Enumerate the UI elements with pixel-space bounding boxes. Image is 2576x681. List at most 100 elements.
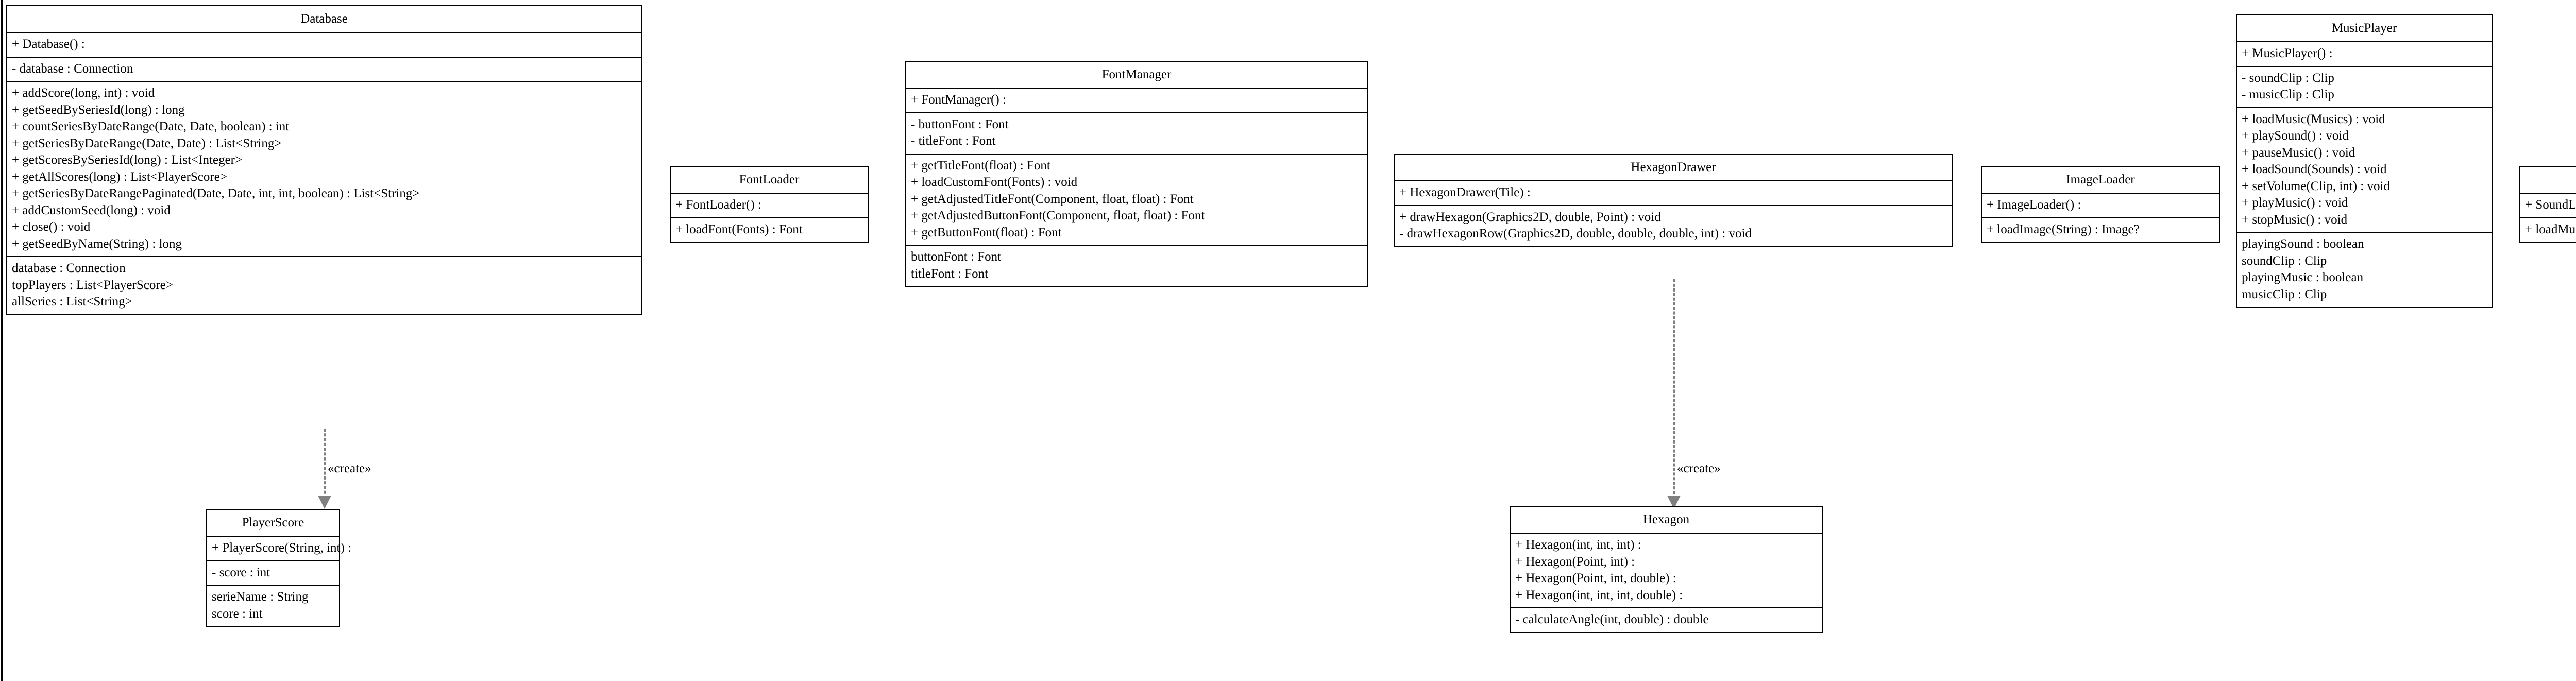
class-box-fontmanager[interactable]: FontManager + FontManager() : - buttonFo…	[905, 61, 1368, 287]
class-constructors-database: + Database() :	[7, 33, 641, 58]
class-box-musicplayer[interactable]: MusicPlayer + MusicPlayer() : - soundCli…	[2236, 14, 2493, 308]
class-title-musicplayer: MusicPlayer	[2237, 15, 2492, 43]
member-row: + getButtonFont(float) : Font	[911, 225, 1062, 240]
member-row: + Hexagon(int, int, int) :	[1515, 538, 1641, 552]
dependency-label: «create»	[328, 462, 371, 475]
member-row: serieName : String	[212, 590, 309, 604]
member-row: + drawHexagon(Graphics2D, double, Point)…	[1399, 210, 1661, 224]
member-row: - soundClip : Clip	[2242, 71, 2334, 85]
class-methods-hexagondrawer: + drawHexagon(Graphics2D, double, Point)…	[1395, 206, 1952, 246]
member-row: topPlayers : List<PlayerScore>	[12, 278, 173, 292]
class-constructors-musicplayer: + MusicPlayer() :	[2237, 42, 2492, 67]
member-row: buttonFont : Font	[911, 250, 1002, 264]
member-row: + playSound() : void	[2242, 129, 2349, 143]
member-row: + pauseMusic() : void	[2242, 145, 2355, 160]
class-constructors-fontmanager: + FontManager() :	[906, 89, 1367, 113]
member-row: titleFont : Font	[911, 266, 989, 281]
member-row: + getScoresBySeriesId(long) : List<Integ…	[12, 153, 243, 167]
class-title-imageloader: ImageLoader	[1982, 167, 2219, 194]
class-box-hexagondrawer[interactable]: HexagonDrawer + HexagonDrawer(Tile) : + …	[1394, 154, 1953, 247]
member-row: + ImageLoader() :	[1987, 198, 2081, 212]
class-constructors-fontloader: + FontLoader() :	[671, 194, 868, 218]
member-row: - titleFont : Font	[911, 134, 996, 148]
class-title-hexagon: Hexagon	[1511, 507, 1822, 534]
member-row: + close() : void	[12, 220, 91, 234]
class-fields-fontmanager: - buttonFont : Font - titleFont : Font	[906, 113, 1367, 155]
member-row: + FontManager() :	[911, 93, 1006, 107]
class-title-fontloader: FontLoader	[671, 167, 868, 194]
dependency-label: «create»	[1677, 462, 1721, 475]
class-properties-playerscore: serieName : String score : int	[207, 586, 339, 626]
member-row: + Hexagon(Point, int) :	[1515, 554, 1635, 569]
class-title-database: Database	[7, 6, 641, 33]
member-row: playingSound : boolean	[2242, 237, 2364, 251]
class-methods-database: + addScore(long, int) : void + getSeedBy…	[7, 82, 641, 258]
class-fields-musicplayer: - soundClip : Clip - musicClip : Clip	[2237, 67, 2492, 108]
member-row: + loadCustomFont(Fonts) : void	[911, 175, 1078, 190]
member-row: musicClip : Clip	[2242, 287, 2327, 301]
dependency-arrowhead	[318, 496, 331, 509]
member-row: + getSeedBySeriesId(long) : long	[12, 103, 185, 117]
member-row: + MusicPlayer() :	[2242, 46, 2333, 61]
member-row: + loadImage(String) : Image?	[1987, 222, 2140, 236]
member-row: + Database() :	[12, 37, 85, 52]
dependency-line	[1673, 279, 1675, 499]
member-row: + loadMusic(String) : Clip?	[2525, 222, 2576, 236]
member-row: soundClip : Clip	[2242, 253, 2327, 268]
class-constructors-playerscore: + PlayerScore(String, int) :	[207, 537, 351, 561]
member-row: - drawHexagonRow(Graphics2D, double, dou…	[1399, 227, 1752, 241]
member-row: playingMusic : boolean	[2242, 270, 2364, 285]
member-row: + HexagonDrawer(Tile) :	[1399, 185, 1531, 200]
member-row: database : Connection	[12, 261, 126, 276]
class-box-soundloader[interactable]: SoundLoader + SoundLoader() : + loadMusi…	[2519, 166, 2576, 243]
member-row: + getAdjustedButtonFont(Component, float…	[911, 209, 1205, 223]
member-row: + getSeedByName(String) : long	[12, 236, 182, 251]
member-row: + Hexagon(int, int, int, double) :	[1515, 588, 1683, 602]
class-box-database[interactable]: Database + Database() : - database : Con…	[6, 5, 642, 315]
member-row: - database : Connection	[12, 61, 133, 76]
class-title-soundloader: SoundLoader	[2520, 167, 2576, 194]
class-box-fontloader[interactable]: FontLoader + FontLoader() : + loadFont(F…	[670, 166, 869, 243]
class-fields-playerscore: - score : int	[207, 561, 339, 586]
member-row: - musicClip : Clip	[2242, 88, 2334, 102]
class-title-hexagondrawer: HexagonDrawer	[1395, 155, 1952, 182]
class-constructors-imageloader: + ImageLoader() :	[1982, 194, 2219, 218]
class-title-fontmanager: FontManager	[906, 62, 1367, 89]
class-fields-database: - database : Connection	[7, 58, 641, 82]
member-row: + getSeriesByDateRange(Date, Date) : Lis…	[12, 136, 282, 150]
member-row: + getTitleFont(float) : Font	[911, 158, 1050, 173]
member-row: + getAdjustedTitleFont(Component, float,…	[911, 192, 1194, 206]
member-row: - buttonFont : Font	[911, 117, 1009, 131]
member-row: + playMusic() : void	[2242, 196, 2348, 210]
member-row: + SoundLoader() :	[2525, 198, 2576, 212]
member-row: - score : int	[212, 565, 270, 580]
member-row: + loadSound(Sounds) : void	[2242, 162, 2387, 177]
class-properties-fontmanager: buttonFont : Font titleFont : Font	[906, 246, 1367, 286]
member-row: - calculateAngle(int, double) : double	[1515, 612, 1709, 627]
member-row: + loadFont(Fonts) : Font	[675, 222, 803, 236]
class-constructors-hexagon: + Hexagon(int, int, int) : + Hexagon(Poi…	[1511, 534, 1822, 609]
member-row: + stopMusic() : void	[2242, 212, 2348, 227]
class-box-playerscore[interactable]: PlayerScore + PlayerScore(String, int) :…	[206, 509, 351, 627]
member-row: + PlayerScore(String, int) :	[212, 541, 351, 555]
class-properties-database: database : Connection topPlayers : List<…	[7, 257, 641, 314]
member-row: + getAllScores(long) : List<PlayerScore>	[12, 169, 227, 184]
member-row: + addCustomSeed(long) : void	[12, 203, 171, 217]
member-row: + FontLoader() :	[675, 198, 761, 212]
member-row: allSeries : List<String>	[12, 295, 132, 309]
class-constructors-soundloader: + SoundLoader() :	[2520, 194, 2576, 218]
member-row: + countSeriesByDateRange(Date, Date, boo…	[12, 120, 290, 134]
class-box-imageloader[interactable]: ImageLoader + ImageLoader() : + loadImag…	[1981, 166, 2220, 243]
member-row: + Hexagon(Point, int, double) :	[1515, 571, 1676, 586]
class-box-hexagon[interactable]: Hexagon + Hexagon(int, int, int) : + Hex…	[1510, 506, 1823, 633]
class-title-playerscore: PlayerScore	[207, 510, 339, 537]
class-methods-hexagon: - calculateAngle(int, double) : double	[1511, 608, 1822, 632]
member-row: + setVolume(Clip, int) : void	[2242, 179, 2390, 193]
class-constructors-hexagondrawer: + HexagonDrawer(Tile) :	[1395, 181, 1952, 206]
member-row: + loadMusic(Musics) : void	[2242, 112, 2385, 126]
member-row: + getSeriesByDateRangePaginated(Date, Da…	[12, 186, 420, 201]
class-properties-musicplayer: playingSound : boolean soundClip : Clip …	[2237, 233, 2492, 307]
class-methods-musicplayer: + loadMusic(Musics) : void + playSound()…	[2237, 108, 2492, 233]
member-row: + addScore(long, int) : void	[12, 86, 155, 100]
